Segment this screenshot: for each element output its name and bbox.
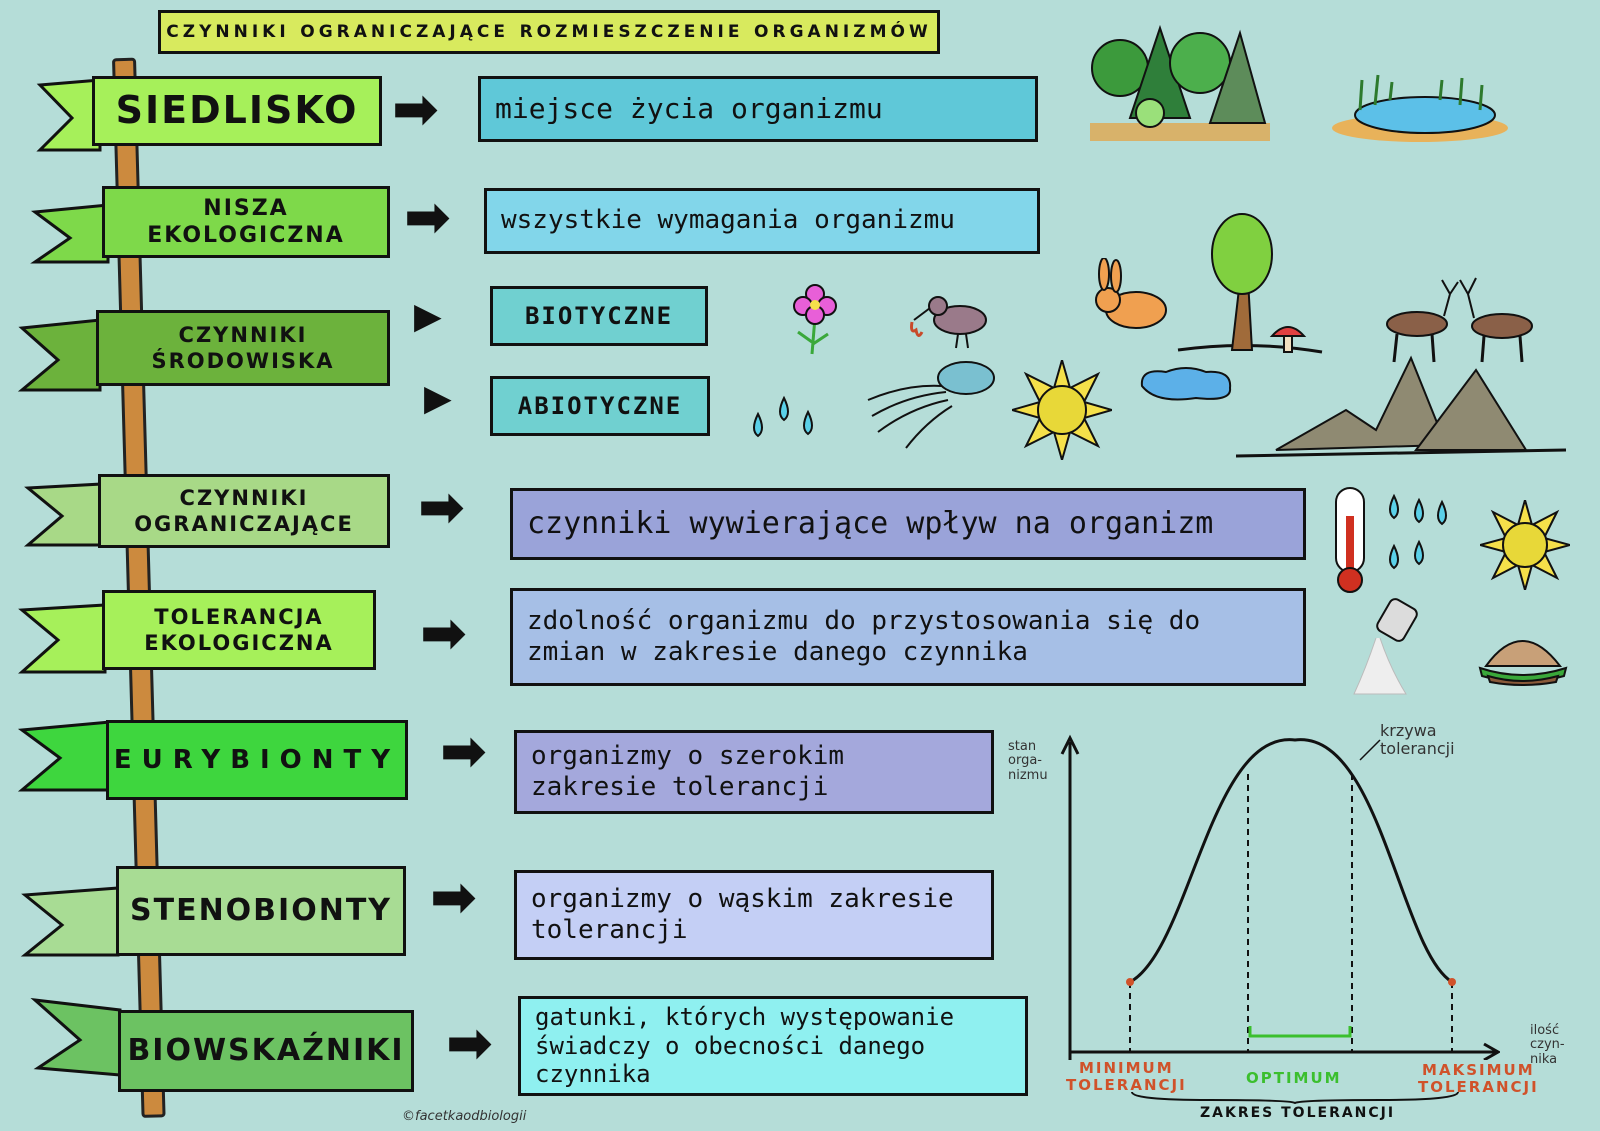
range-label: ZAKRES TOLERANCJI: [1200, 1105, 1396, 1121]
factor-biotic-box: BIOTYCZNE: [490, 286, 708, 346]
factor-abiotic-label: ABIOTYCZNE: [517, 391, 683, 420]
flag-biowskazniki: BIOWSKAŹNIKI: [118, 1010, 414, 1092]
chart-x-label: ilość czyn- nika: [1530, 1023, 1565, 1067]
optimum-label: OPTIMUM: [1246, 1069, 1342, 1087]
title-banner: CZYNNIKI OGRANICZAJĄCE ROZMIESZCZENIE OR…: [158, 10, 940, 54]
definition-biowskazniki: gatunki, których występowanie świadczy o…: [518, 996, 1028, 1096]
lake-icon: [1332, 74, 1508, 142]
arrow-icon: ➡: [404, 185, 451, 250]
tree-icon: [1177, 213, 1323, 354]
arrow-icon: ➡: [392, 77, 439, 142]
flag-czynniki-srodowiska: CZYNNIKI ŚRODOWISKA: [96, 310, 390, 386]
title-word: ORGANIZMÓW: [754, 22, 932, 42]
sun-icon: [1012, 360, 1112, 460]
definition-text: gatunki, których występowanie świadczy o…: [535, 1002, 955, 1089]
flag-tail: [17, 720, 112, 792]
mushroom-icon: [1269, 326, 1307, 353]
tolerance-chart: [1060, 734, 1500, 1060]
water-drops-icon: [753, 395, 813, 438]
flag-tolerancja: TOLERANCJA EKOLOGICZNA: [102, 590, 376, 670]
min-point: [1126, 978, 1134, 986]
salt-shaker-icon: [1353, 598, 1418, 695]
arrow-icon: ➡: [440, 719, 487, 784]
definition-stenobionty: organizmy o wąskim zakresie tolerancji: [514, 870, 994, 960]
tolerance-curve: [1129, 738, 1453, 984]
arrow-icon: ➡: [420, 601, 467, 666]
rabbit-icon: [1095, 258, 1167, 329]
mountains-icon: [1236, 355, 1566, 458]
water-drops-icon: [1389, 493, 1447, 570]
flag-nisza: NISZA EKOLOGICZNA: [102, 186, 390, 258]
flag-label: BIOWSKAŹNIKI: [127, 1033, 405, 1069]
bird-icon: [910, 296, 987, 349]
wind-cloud-icon: [867, 361, 995, 449]
flag-stenobionty: STENOBIONTY: [116, 866, 406, 956]
arrow-icon: ➡: [418, 475, 465, 540]
thermometer-icon: [1335, 487, 1365, 593]
flag-eurybionty: EURYBIONTY: [106, 720, 408, 800]
flag-tail: [23, 482, 104, 547]
factor-biotic-label: BIOTYCZNE: [524, 301, 674, 330]
title-word: ROZMIESZCZENIE: [519, 22, 744, 42]
flag-tail: [20, 886, 120, 957]
lake-blue-icon: [1140, 367, 1232, 401]
triangle-icon: ▶: [424, 378, 452, 419]
arrow-icon: ➡: [430, 865, 477, 930]
definition-text: czynniki wywierające wpływ na organizm: [527, 506, 1214, 541]
definition-text: organizmy o szerokim zakresie tolerancji: [531, 740, 845, 802]
flag-tail: [18, 603, 107, 674]
title-word: CZYNNIKI: [166, 22, 290, 42]
food-icon: [1478, 640, 1568, 686]
factor-abiotic-box: ABIOTYCZNE: [490, 376, 710, 436]
definition-siedlisko: miejsce życia organizmu: [478, 76, 1038, 142]
flag-label: TOLERANCJA EKOLOGICZNA: [144, 604, 334, 655]
chart-y-label: stan orga- nizmu: [1008, 739, 1048, 783]
flag-label: NISZA EKOLOGICZNA: [147, 195, 345, 249]
maximum-label: MAKSIMUM TOLERANCJI: [1418, 1061, 1539, 1096]
deer-icon: [1386, 277, 1533, 363]
flag-label: STENOBIONTY: [130, 893, 392, 929]
curve-label-pointer: [1359, 739, 1381, 761]
definition-text: organizmy o wąskim zakresie tolerancji: [531, 883, 954, 945]
x-axis-arrowhead: [1483, 1042, 1500, 1060]
flower-icon: [793, 284, 837, 355]
curve-label: krzywa tolerancji: [1380, 721, 1455, 758]
minimum-label: MINIMUM TOLERANCJI: [1066, 1059, 1187, 1094]
definition-text: zdolność organizmu do przystosowania się…: [527, 605, 1201, 667]
definition-czynniki-ograniczajace: czynniki wywierające wpływ na organizm: [510, 488, 1306, 560]
forest-icon: [1090, 24, 1270, 141]
flag-label: EURYBIONTY: [113, 744, 401, 775]
title-word: OGRANICZAJĄCE: [300, 22, 510, 42]
optimum-bracket: [1248, 1026, 1352, 1038]
triangle-icon: ▶: [414, 296, 442, 337]
range-bracket: [1131, 1091, 1459, 1104]
max-point: [1448, 978, 1456, 986]
definition-eurybionty: organizmy o szerokim zakresie tolerancji: [514, 730, 994, 814]
flag-label: CZYNNIKI OGRANICZAJĄCE: [134, 485, 354, 536]
definition-nisza: wszystkie wymagania organizmu: [484, 188, 1040, 254]
definition-tolerancja: zdolność organizmu do przystosowania się…: [510, 588, 1306, 686]
flag-tail: [17, 318, 102, 392]
flag-siedlisko: SIEDLISKO: [92, 76, 382, 146]
flag-tail: [36, 78, 102, 152]
credit-text: ©facetkaodbiologii: [402, 1109, 527, 1124]
flag-tail: [30, 997, 122, 1077]
sun-icon: [1480, 500, 1570, 590]
flag-label: SIEDLISKO: [115, 88, 359, 133]
definition-text: wszystkie wymagania organizmu: [501, 205, 955, 236]
y-axis-arrowhead: [1060, 734, 1080, 755]
flag-label: CZYNNIKI ŚRODOWISKA: [151, 322, 335, 373]
arrow-icon: ➡: [446, 1011, 493, 1076]
flag-czynniki-ograniczajace: CZYNNIKI OGRANICZAJĄCE: [98, 474, 390, 548]
definition-text: miejsce życia organizmu: [495, 92, 883, 126]
flag-tail: [30, 203, 110, 264]
